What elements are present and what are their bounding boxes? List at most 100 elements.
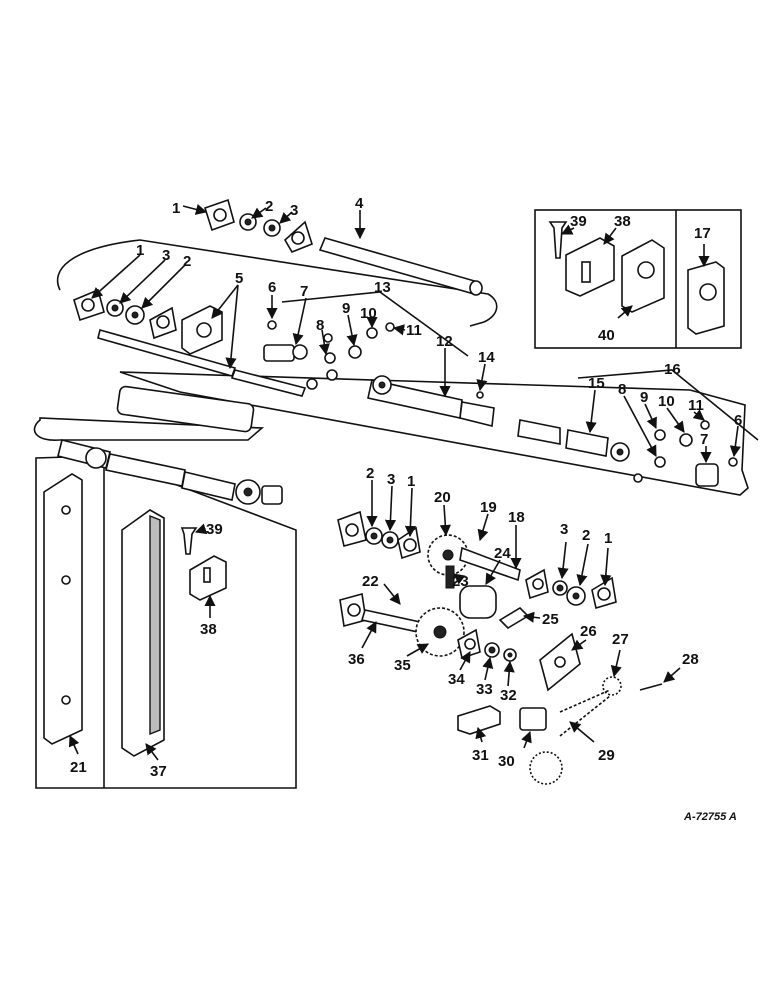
collar-2-left	[125, 305, 145, 325]
callout: 5	[235, 270, 243, 287]
shaft-4	[318, 237, 483, 296]
bearing-2-lower	[365, 527, 383, 545]
callout: 3	[162, 247, 170, 264]
callout: 27	[612, 631, 629, 648]
callout-labels: 1 2 3 4 1 3 2 5 6 7 13 8 9 10 11 12 14 1…	[70, 195, 742, 780]
drive-shaft-12	[367, 375, 495, 427]
small-hardware-right	[633, 420, 738, 487]
callout: 35	[394, 657, 411, 674]
small-hardware-upper	[263, 320, 484, 399]
callout: 2	[265, 198, 273, 215]
callout: 10	[658, 393, 675, 410]
callout: 36	[348, 651, 365, 668]
hub-24	[459, 585, 497, 619]
leader-lines	[68, 204, 759, 761]
callout: 28	[682, 651, 699, 668]
callout: 23	[452, 573, 469, 590]
callout: 21	[70, 759, 87, 776]
callout: 24	[494, 545, 511, 562]
flange-bearing-1-left	[73, 288, 105, 322]
rod-5	[97, 329, 307, 397]
bracket-25	[498, 606, 530, 630]
drawing-reference: A-72755 A	[683, 811, 737, 823]
collar-32	[503, 648, 517, 662]
shaft-36	[360, 609, 421, 633]
flange-bearing-1-right	[591, 576, 617, 610]
callout: 17	[694, 225, 711, 242]
callout: 26	[580, 623, 597, 640]
flange-bearing-lower-left	[337, 510, 367, 547]
lower-shelf-outline	[119, 371, 749, 496]
callout: 10	[360, 305, 377, 322]
collar-3-lower	[381, 531, 399, 549]
bearing-3-left	[106, 299, 124, 317]
plate-26	[539, 632, 581, 692]
plate-17-inset	[687, 261, 725, 335]
callout: 8	[618, 381, 626, 398]
callout: 2	[366, 465, 374, 482]
flange-bearing-1-top	[204, 198, 235, 232]
callout: 38	[614, 213, 631, 230]
callout: 9	[342, 300, 350, 317]
callout: 33	[476, 681, 493, 698]
callout: 16	[664, 361, 681, 378]
callout: 15	[588, 375, 605, 392]
callout: 2	[582, 527, 590, 544]
callout: 39	[206, 521, 223, 538]
bolt-39-lower	[180, 527, 198, 555]
callout: 1	[136, 242, 144, 259]
callout: 32	[500, 687, 517, 704]
shaft-18	[459, 546, 521, 582]
callout: 6	[734, 412, 742, 429]
callout: 4	[355, 195, 364, 212]
callout: 12	[436, 333, 453, 350]
inset-box	[534, 209, 742, 349]
collar-3-top	[263, 219, 281, 237]
flange-bearing-left-2	[149, 306, 177, 340]
block-30	[519, 707, 547, 731]
sprocket-35	[415, 607, 465, 657]
callout: 37	[150, 763, 167, 780]
callout: 38	[200, 621, 217, 638]
callout: 9	[640, 389, 648, 406]
callout: 20	[434, 489, 451, 506]
callout: 31	[472, 747, 489, 764]
callout: 30	[498, 753, 515, 770]
callout: 18	[508, 509, 525, 526]
callout: 1	[172, 200, 180, 217]
bracket-21	[43, 473, 83, 745]
bracket-38-lower	[189, 555, 227, 601]
bracket-38-inset	[565, 237, 615, 297]
callout: 14	[478, 349, 495, 366]
callout: 40	[598, 327, 615, 344]
callout: 11	[406, 322, 422, 339]
left-shelf-outline	[33, 417, 265, 441]
sprocket-27	[602, 676, 622, 696]
bolt-28	[639, 683, 663, 691]
callout: 22	[362, 573, 379, 590]
callout: 7	[700, 431, 708, 448]
callout: 3	[387, 471, 395, 488]
callout: 1	[604, 530, 612, 547]
upper-shelf-outline	[56, 239, 498, 327]
callout: 2	[183, 253, 191, 270]
sprocket-lower	[529, 751, 563, 785]
bearing-33	[484, 642, 500, 658]
callout: 25	[542, 611, 559, 628]
callout: 7	[300, 283, 308, 300]
bearing-2-right	[566, 586, 586, 606]
callout: 6	[268, 279, 276, 296]
callout: 3	[290, 202, 298, 219]
drive-shaft-15	[517, 419, 630, 462]
callout: 1	[407, 473, 415, 490]
callout: 3	[560, 521, 568, 538]
bracket-37	[121, 509, 165, 757]
sleeve	[116, 385, 255, 433]
callout: 39	[570, 213, 587, 230]
chain-29	[559, 689, 611, 737]
callout: 11	[688, 397, 704, 414]
callout: 13	[374, 279, 391, 296]
universal-joint-shaft	[57, 439, 283, 505]
flange-bearing-22	[339, 592, 367, 628]
